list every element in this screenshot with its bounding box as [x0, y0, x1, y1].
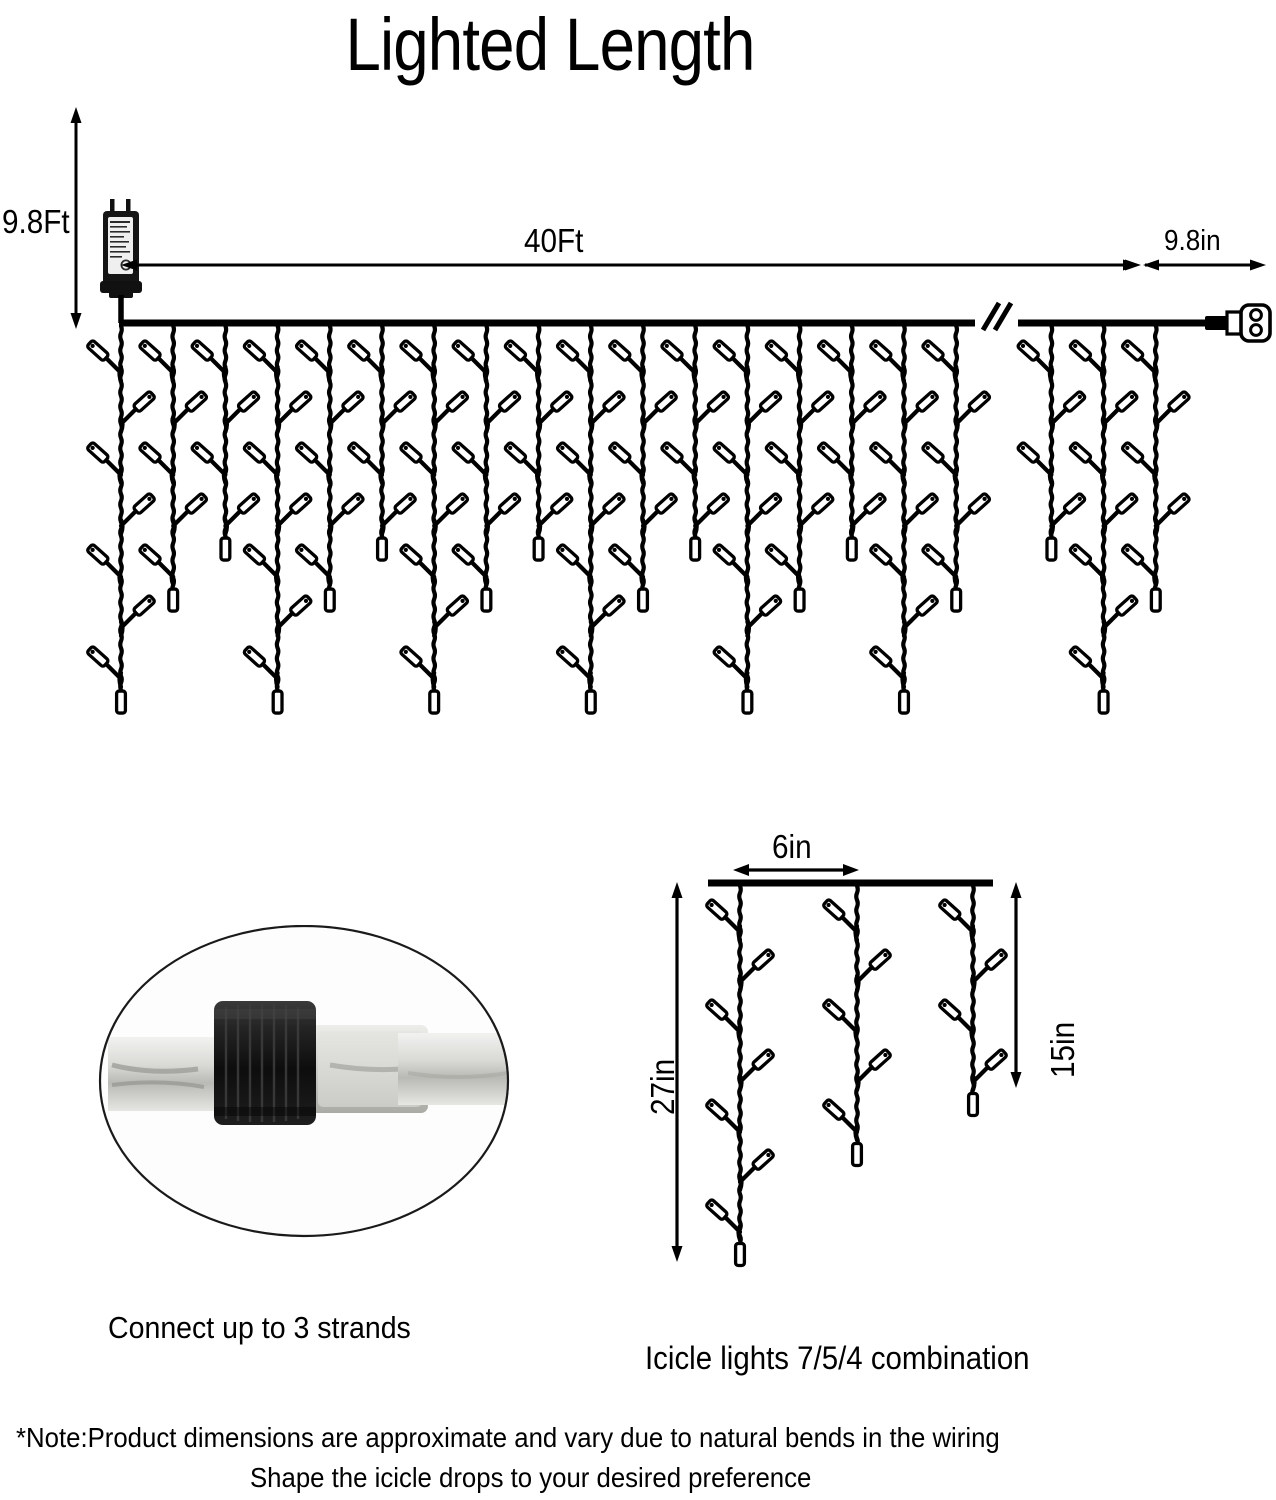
- page-title: Lighted Length: [345, 3, 755, 86]
- dimension-spacing: [733, 864, 859, 876]
- label-spacing: 6in: [772, 828, 812, 865]
- dimension-lead-drop: [70, 107, 82, 329]
- dimension-short-drop: [1010, 882, 1022, 1088]
- dimension-main-span: [121, 259, 1141, 271]
- label-tail: 9.8in: [1164, 225, 1221, 257]
- note-line-1: *Note:Product dimensions are approximate…: [16, 1422, 1000, 1453]
- icicle-strand-group: [86, 323, 1191, 715]
- note-line-2: Shape the icicle drops to your desired p…: [250, 1462, 812, 1493]
- label-lead-drop: 9.8Ft: [2, 203, 70, 240]
- label-long-drop: 27in: [644, 1058, 681, 1115]
- main-lighted-length-diagram: [70, 107, 1272, 715]
- icicle-detail-diagram: [671, 864, 1022, 1268]
- label-short-drop: 15in: [1044, 1021, 1081, 1078]
- female-socket-icon: [1205, 303, 1272, 343]
- caption-icicle: Icicle lights 7/5/4 combination: [645, 1340, 1030, 1376]
- caption-connector: Connect up to 3 strands: [108, 1310, 411, 1345]
- wire-break-icon: [980, 301, 1014, 332]
- dimension-tail: [1143, 259, 1266, 271]
- connector-photo: [98, 925, 510, 1238]
- power-adapter-icon: [100, 199, 142, 298]
- dimension-long-drop: [671, 882, 683, 1262]
- label-main-span: 40Ft: [524, 222, 584, 259]
